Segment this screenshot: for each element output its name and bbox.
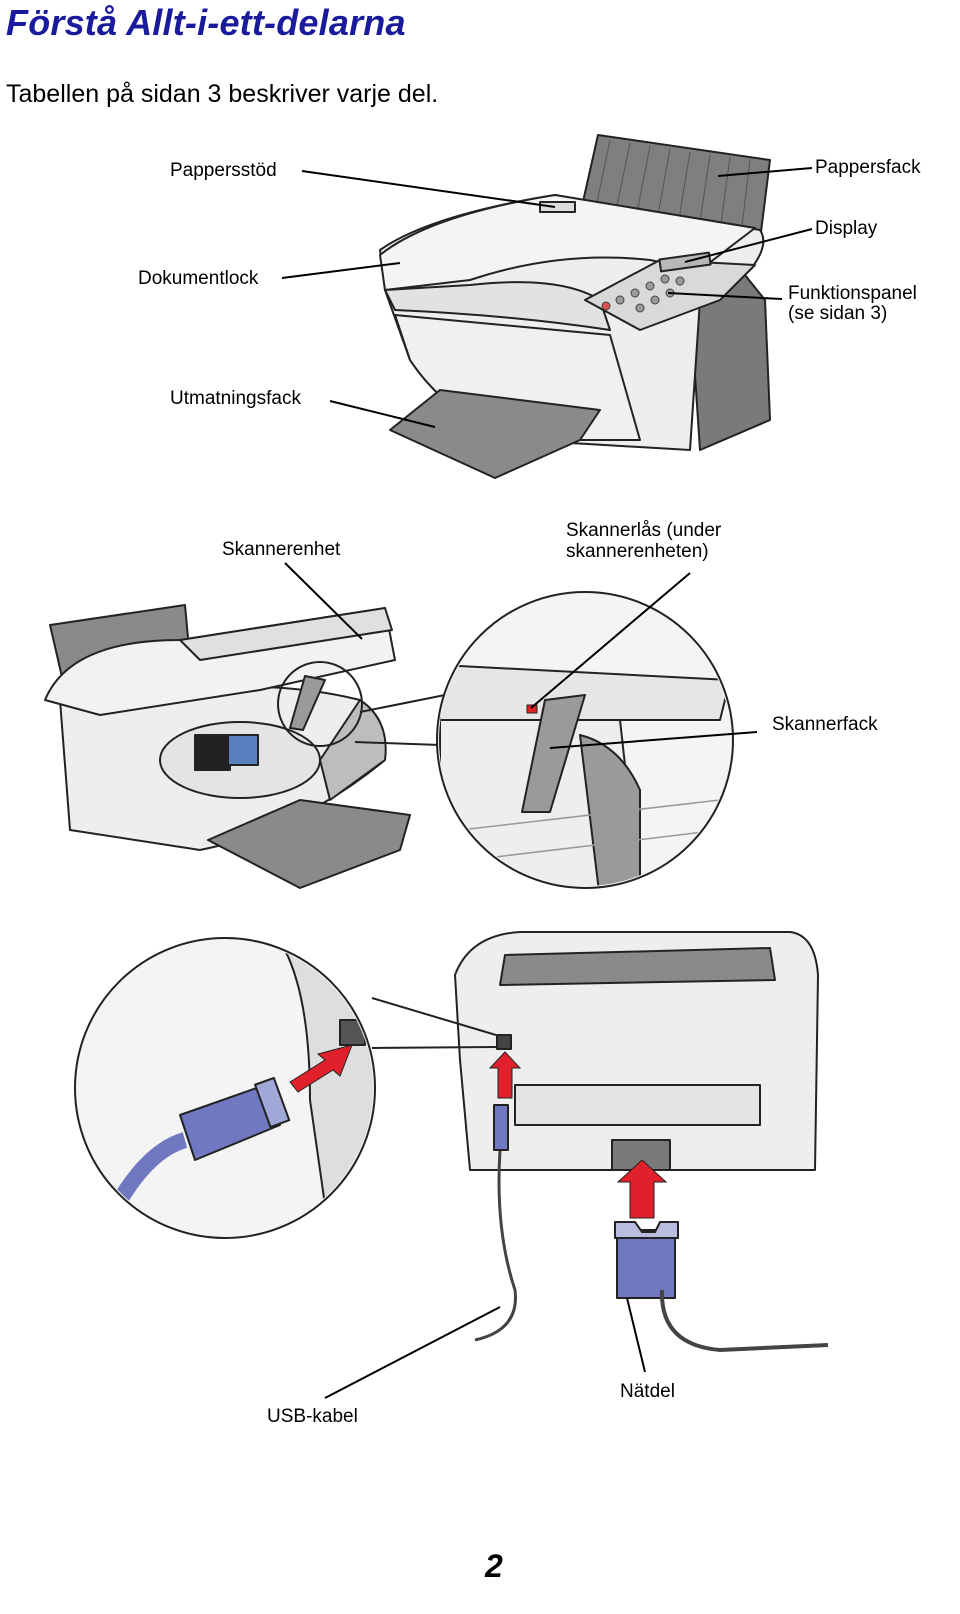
label-scanner-lock-detail: skannerenheten)	[566, 541, 709, 562]
label-scanner-support: Skannerfack	[772, 714, 878, 735]
label-power-supply: Nätdel	[620, 1381, 675, 1402]
page-title: Förstå Allt-i-ett-delarna	[6, 2, 406, 43]
output-tray-shape	[389, 389, 601, 479]
arrow-usb-icon	[488, 1051, 522, 1099]
intro-text: Tabellen på sidan 3 beskriver varje del.	[6, 80, 439, 108]
printer-front-illustration	[379, 134, 771, 479]
label-scanner-unit: Skannerenhet	[222, 539, 341, 560]
usb-cable-shape	[474, 1149, 517, 1342]
label-paper-support: Pappersstöd	[170, 160, 277, 181]
power-supply-shape	[616, 1229, 676, 1299]
scanner-support-shape	[289, 675, 326, 731]
printer-rear-illustration	[74, 931, 829, 1352]
scanner-open-illustration	[44, 591, 734, 889]
label-paper-tray: Pappersfack	[815, 157, 921, 178]
red-arrows	[289, 1044, 668, 1219]
label-control-panel-ref: (se sidan 3)	[788, 303, 888, 324]
label-control-panel: Funktionspanel	[788, 283, 917, 304]
label-display: Display	[815, 218, 878, 239]
paper-support-shape	[539, 201, 576, 213]
label-document-cover: Dokumentlock	[138, 268, 259, 289]
arrow-power-icon	[616, 1159, 668, 1219]
page-number: 2	[485, 1548, 503, 1584]
label-output-tray: Utmatningsfack	[170, 388, 301, 409]
label-scanner-lock: Skannerlås (under	[566, 520, 722, 541]
arrow-usb-zoom-icon	[289, 1044, 353, 1093]
label-usb-cable: USB-kabel	[267, 1406, 358, 1427]
